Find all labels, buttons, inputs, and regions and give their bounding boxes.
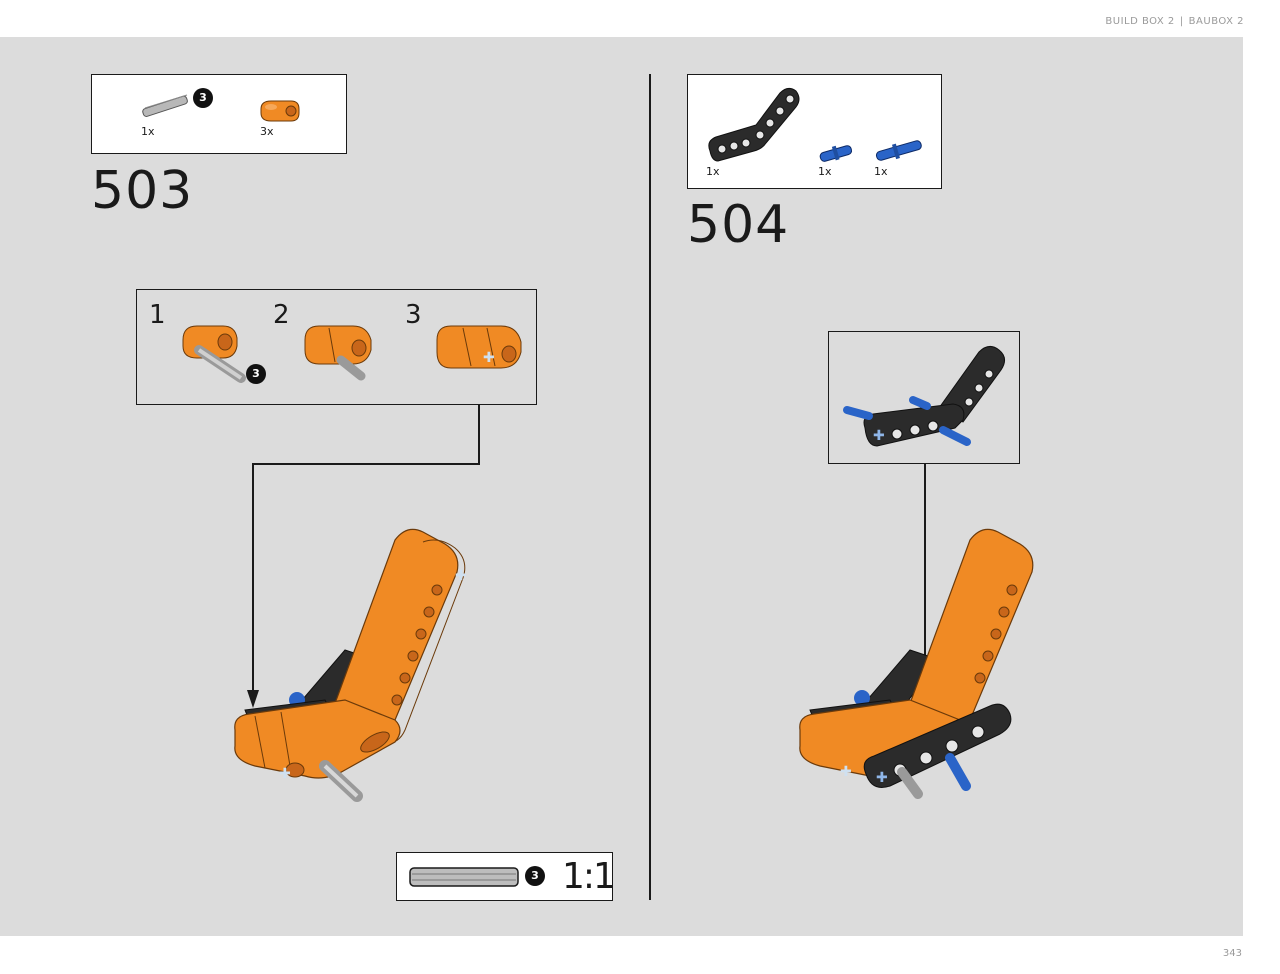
model-503: ✚ ✚	[234, 528, 467, 802]
substep-2-assembly	[304, 325, 372, 381]
scale-callout: 3 1:1	[396, 852, 616, 901]
svg-text:✚: ✚	[279, 766, 291, 782]
substep-number: 2	[273, 300, 290, 330]
part-qty: 1x	[818, 165, 832, 178]
svg-text:✚: ✚	[483, 350, 495, 366]
black-bent-beam-icon	[708, 87, 800, 162]
svg-text:✚: ✚	[455, 568, 467, 584]
length-badge: 3	[246, 364, 266, 384]
part-qty: 1x	[141, 125, 155, 138]
header-title-en: BUILD BOX 2	[1105, 16, 1175, 27]
substep-3-assembly: ✚	[436, 325, 522, 369]
substep-1-assembly	[182, 325, 246, 383]
parts-callout-503: 3 1x 3x	[91, 74, 347, 154]
subassembly-box: ✚	[828, 331, 1020, 464]
step-number-503: 503	[91, 161, 194, 221]
column-divider	[649, 74, 651, 900]
substep-number: 3	[405, 300, 422, 330]
part-qty: 1x	[706, 165, 720, 178]
scale-label: 1:1	[562, 856, 616, 897]
svg-text:✚: ✚	[840, 764, 852, 780]
header-separator: |	[1179, 16, 1184, 27]
blue-pin-icon	[819, 145, 853, 162]
part-qty: 3x	[260, 125, 274, 138]
gray-axle-icon	[142, 94, 188, 117]
header-title-de: BAUBOX 2	[1188, 16, 1244, 27]
parts-callout-504: 1x 1x 1x	[687, 74, 942, 189]
step-number-504: 504	[687, 195, 790, 255]
page-number: 343	[1222, 948, 1242, 959]
subassembly-504: ✚	[843, 346, 1005, 447]
model-504: ✚ ✚	[799, 528, 1034, 799]
instruction-panel	[0, 37, 1243, 936]
svg-text:✚: ✚	[876, 770, 888, 786]
gray-axle-icon	[409, 867, 519, 887]
substep-number: 1	[149, 300, 166, 330]
page-header: BUILD BOX 2 | BAUBOX 2	[1105, 16, 1244, 27]
blue-long-pin-icon	[875, 140, 922, 161]
length-badge: 3	[525, 866, 545, 886]
substep-box: 1 2 3 3 ✚	[136, 289, 537, 405]
orange-beam-icon	[260, 100, 300, 122]
svg-text:✚: ✚	[873, 428, 885, 444]
part-qty: 1x	[874, 165, 888, 178]
length-badge: 3	[193, 88, 213, 108]
